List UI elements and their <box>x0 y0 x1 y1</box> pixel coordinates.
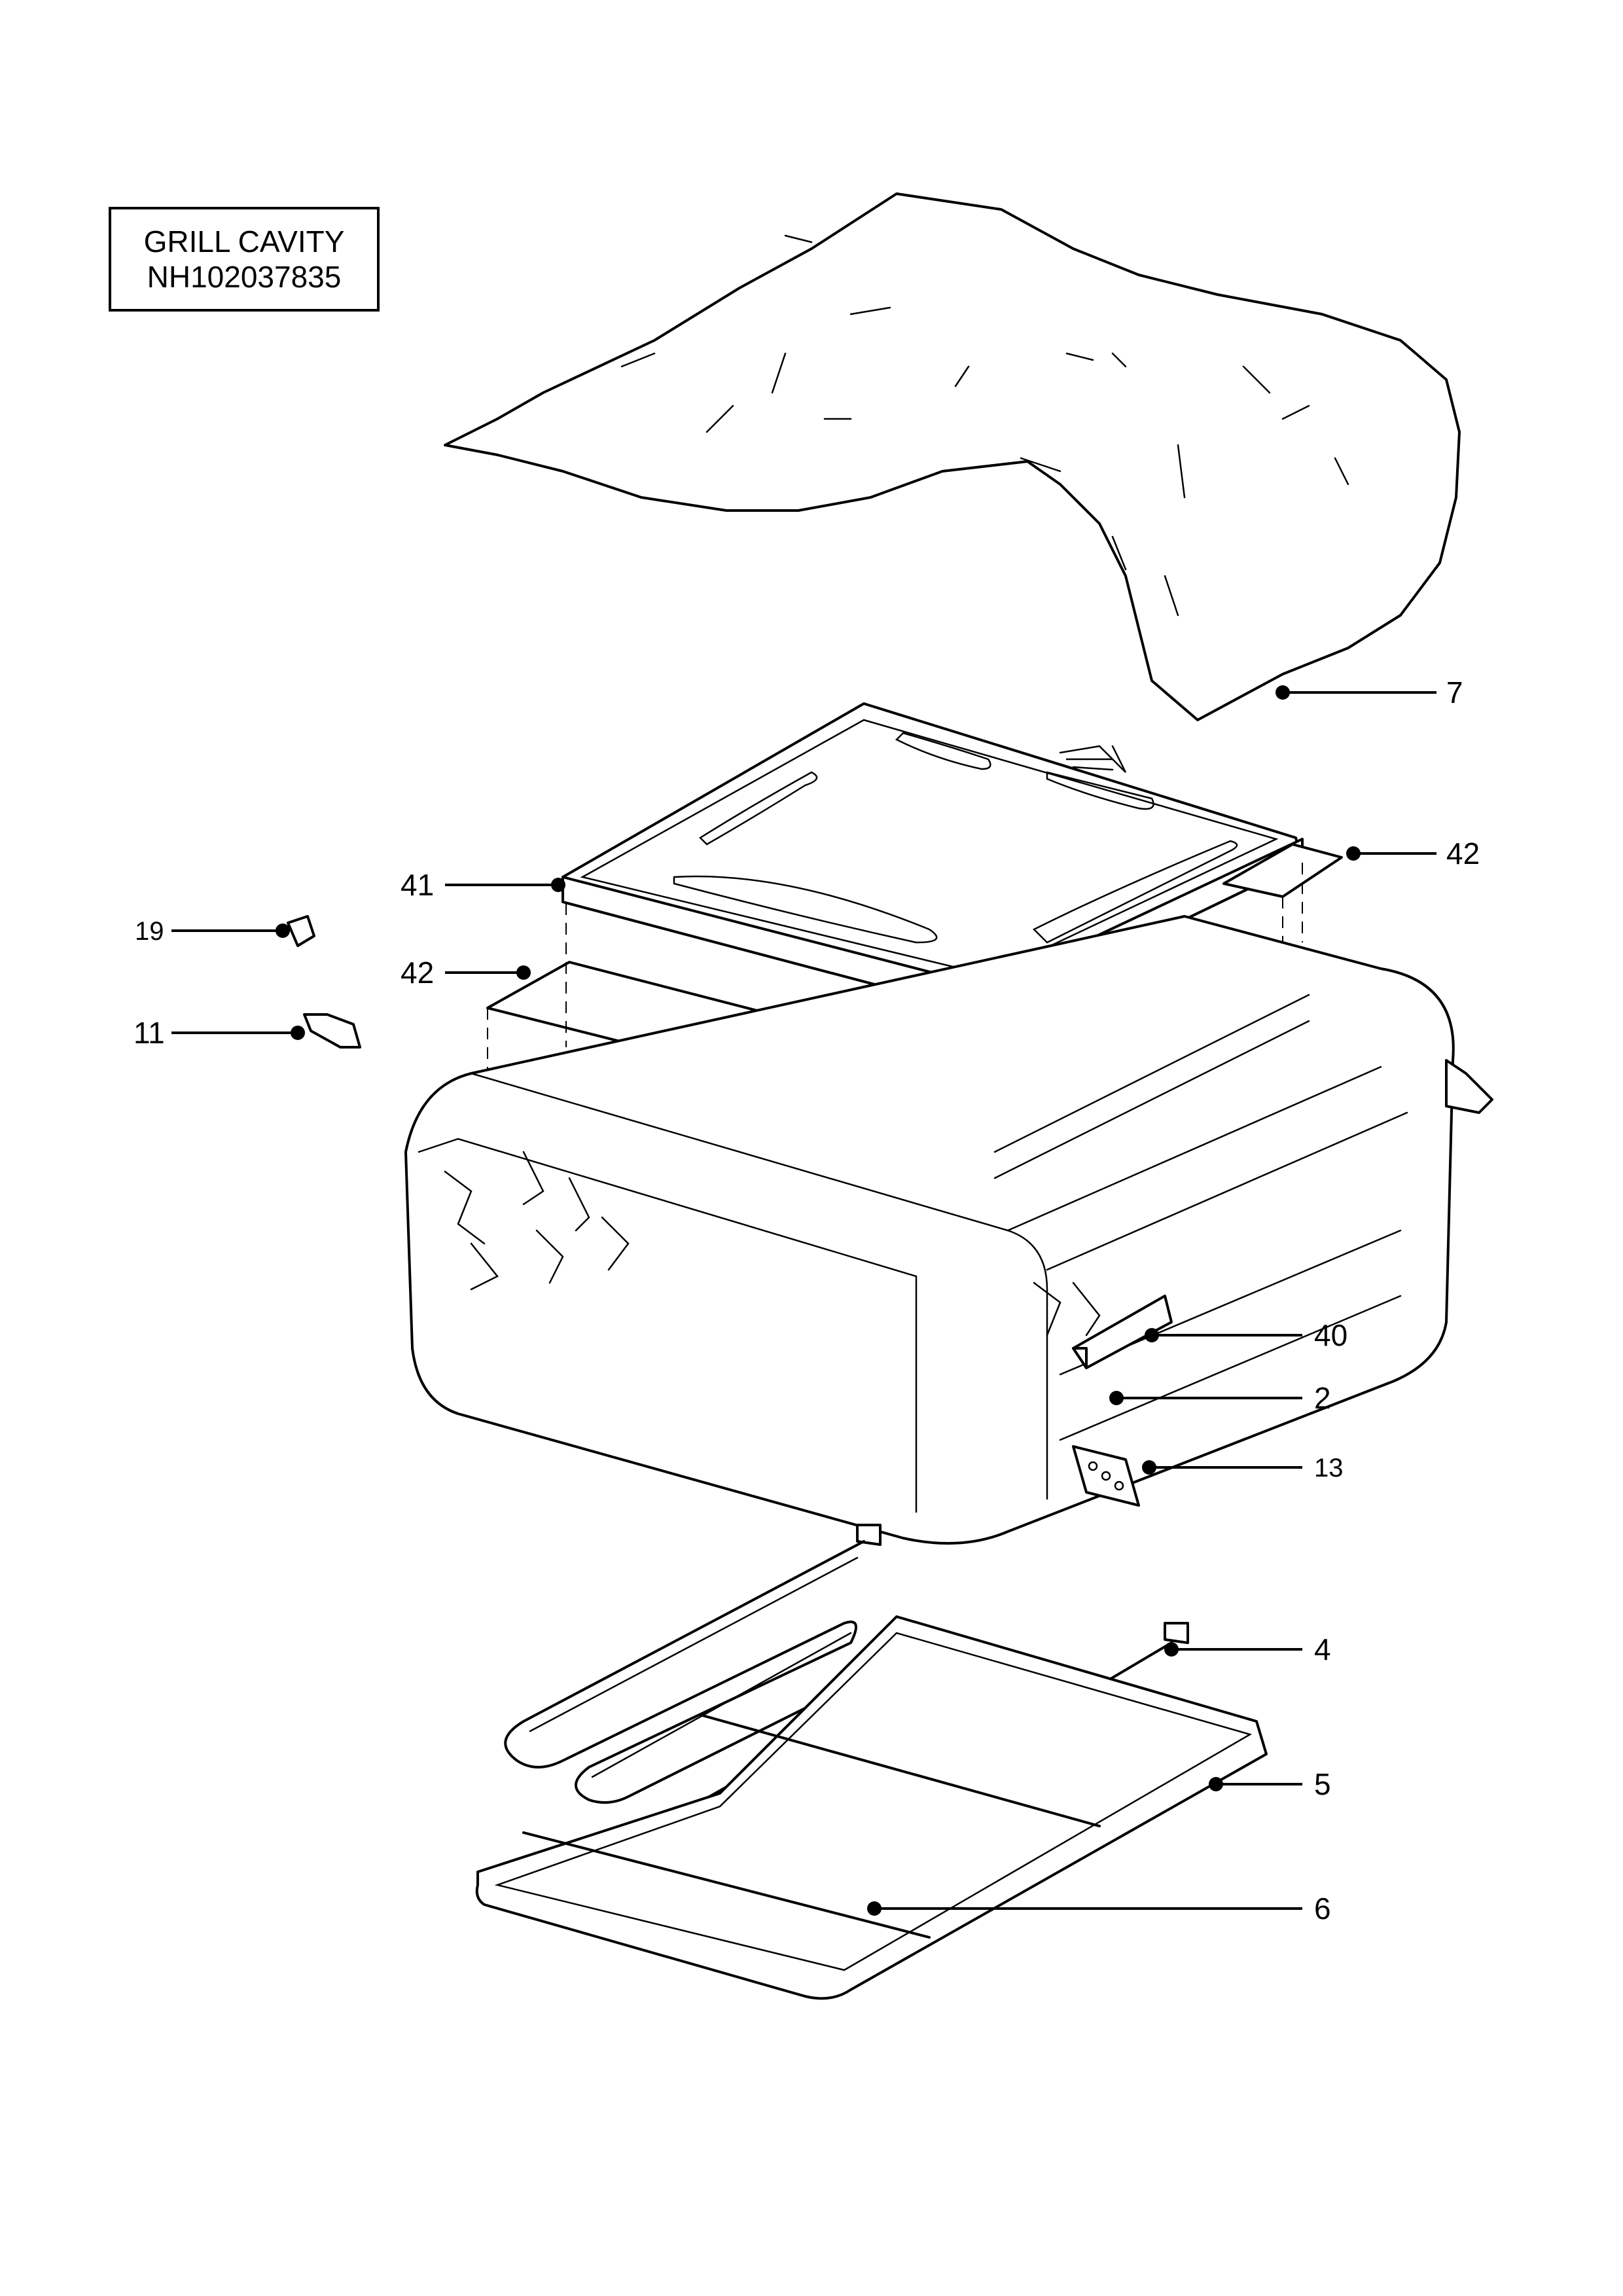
callout-label: 4 <box>1314 1632 1331 1666</box>
callout-label: 11 <box>134 1016 165 1050</box>
callout-label: 6 <box>1314 1892 1331 1926</box>
diagram-title: GRILL CAVITY <box>143 224 345 259</box>
insulation-sheet-right-part <box>1222 843 1343 898</box>
callout-label: 7 <box>1446 675 1463 709</box>
bracket-40-part <box>1072 1295 1173 1369</box>
callout-label: 42 <box>401 956 434 990</box>
callout-19: 19 <box>135 917 290 946</box>
diagram-part-number: NH102037835 <box>147 260 342 294</box>
callout-label: 41 <box>401 868 434 902</box>
insulation-blanket-part <box>444 192 1461 721</box>
callout-4: 4 <box>1164 1632 1331 1666</box>
bracket-11-part <box>303 1013 361 1049</box>
oven-cavity-part <box>404 915 1493 1545</box>
callout-label: 13 <box>1314 1454 1344 1482</box>
clip-19-part <box>287 915 315 947</box>
callout-label: 40 <box>1314 1318 1347 1352</box>
callout-5: 5 <box>1209 1767 1331 1801</box>
callout-6: 6 <box>867 1892 1331 1926</box>
callout-label: 19 <box>135 917 164 946</box>
alignment-lines <box>487 863 1303 1165</box>
callout-42b: 42 <box>401 956 531 990</box>
mounting-plate-13-part <box>1072 1445 1140 1507</box>
callout-2: 2 <box>1109 1381 1331 1415</box>
diagram-title-box: GRILL CAVITY NH102037835 <box>109 207 380 312</box>
drip-tray-part <box>475 1615 1268 2000</box>
callout-7: 7 <box>1275 675 1463 709</box>
callout-label: 2 <box>1314 1381 1331 1415</box>
callout-42a: 42 <box>1346 836 1480 870</box>
callout-41: 41 <box>401 868 565 902</box>
callout-11: 11 <box>134 1016 305 1050</box>
callout-40: 40 <box>1145 1318 1347 1352</box>
shelf-rod-part <box>522 1713 1101 1939</box>
callout-13: 13 <box>1142 1454 1344 1482</box>
callout-label: 5 <box>1314 1767 1331 1801</box>
callout-label: 42 <box>1446 836 1480 870</box>
